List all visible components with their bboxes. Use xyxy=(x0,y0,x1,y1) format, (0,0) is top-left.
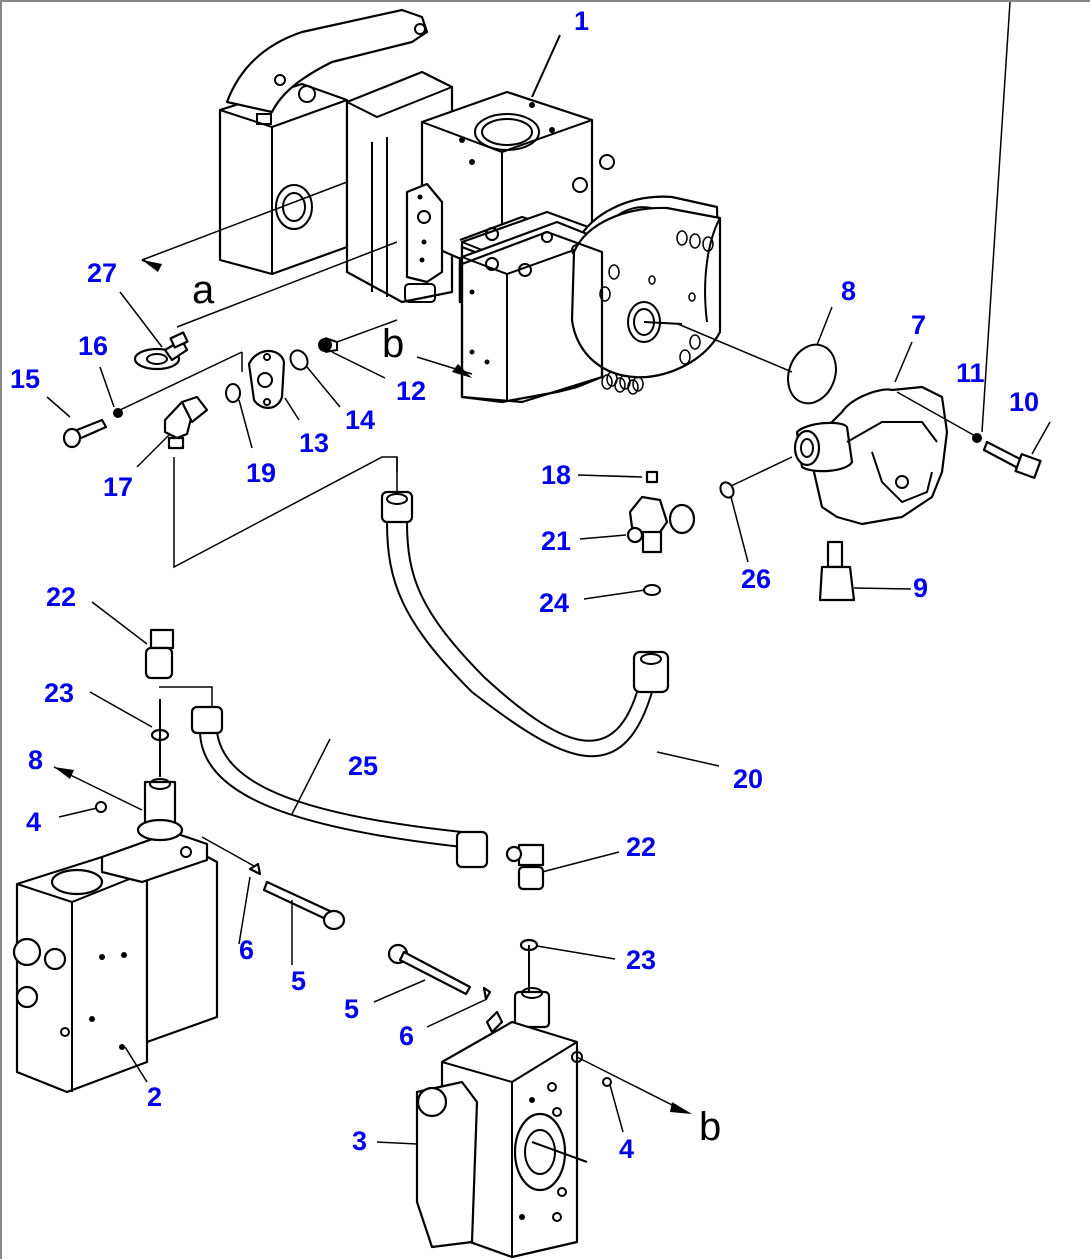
callout-19: 19 xyxy=(246,458,277,488)
callout-1: 1 xyxy=(574,6,590,36)
callout-13: 13 xyxy=(299,428,330,458)
callout-22: 22 xyxy=(46,582,77,612)
callout-15: 15 xyxy=(10,364,41,394)
control-valve-right xyxy=(387,843,692,1259)
callout-23: 23 xyxy=(626,945,657,975)
callout-16: 16 xyxy=(78,331,109,361)
callout-17: 17 xyxy=(103,472,134,502)
callout-6: 6 xyxy=(399,1021,415,1051)
arrow-8-left xyxy=(53,766,143,811)
ref-mark-a: a xyxy=(192,268,215,312)
callout-8: 8 xyxy=(841,276,857,306)
callout-7: 7 xyxy=(911,310,927,340)
callout-9: 9 xyxy=(913,573,929,603)
callout-22: 22 xyxy=(626,832,657,862)
callout-leaders xyxy=(46,2,1051,1145)
callout-21: 21 xyxy=(541,526,572,556)
callout-4: 4 xyxy=(619,1134,635,1164)
callout-6: 6 xyxy=(239,935,255,965)
callout-4: 4 xyxy=(26,807,42,837)
callout-27: 27 xyxy=(87,258,118,288)
callout-20: 20 xyxy=(733,764,764,794)
leader-lines-upper xyxy=(119,34,793,569)
callout-24: 24 xyxy=(539,588,570,618)
callout-18: 18 xyxy=(541,460,572,490)
callout-5: 5 xyxy=(344,994,360,1024)
callout-23: 23 xyxy=(44,678,75,708)
callout-25: 25 xyxy=(348,751,379,781)
callout-5: 5 xyxy=(291,966,307,996)
main-pump-assembly xyxy=(218,8,722,404)
callout-12: 12 xyxy=(396,376,427,406)
callout-11: 11 xyxy=(956,358,985,388)
callout-10: 10 xyxy=(1009,387,1040,417)
callout-3: 3 xyxy=(352,1126,368,1156)
ref-mark-b: b xyxy=(699,1105,722,1149)
callout-2: 2 xyxy=(147,1082,163,1112)
callout-14: 14 xyxy=(345,405,376,435)
small-parts-upper xyxy=(62,331,1042,602)
callout-26: 26 xyxy=(741,564,772,594)
hose-25 xyxy=(159,686,489,869)
control-valve-left xyxy=(12,628,346,1094)
callout-8: 8 xyxy=(28,745,44,775)
ref-mark-b: b xyxy=(382,322,405,366)
hose-20 xyxy=(380,490,670,758)
